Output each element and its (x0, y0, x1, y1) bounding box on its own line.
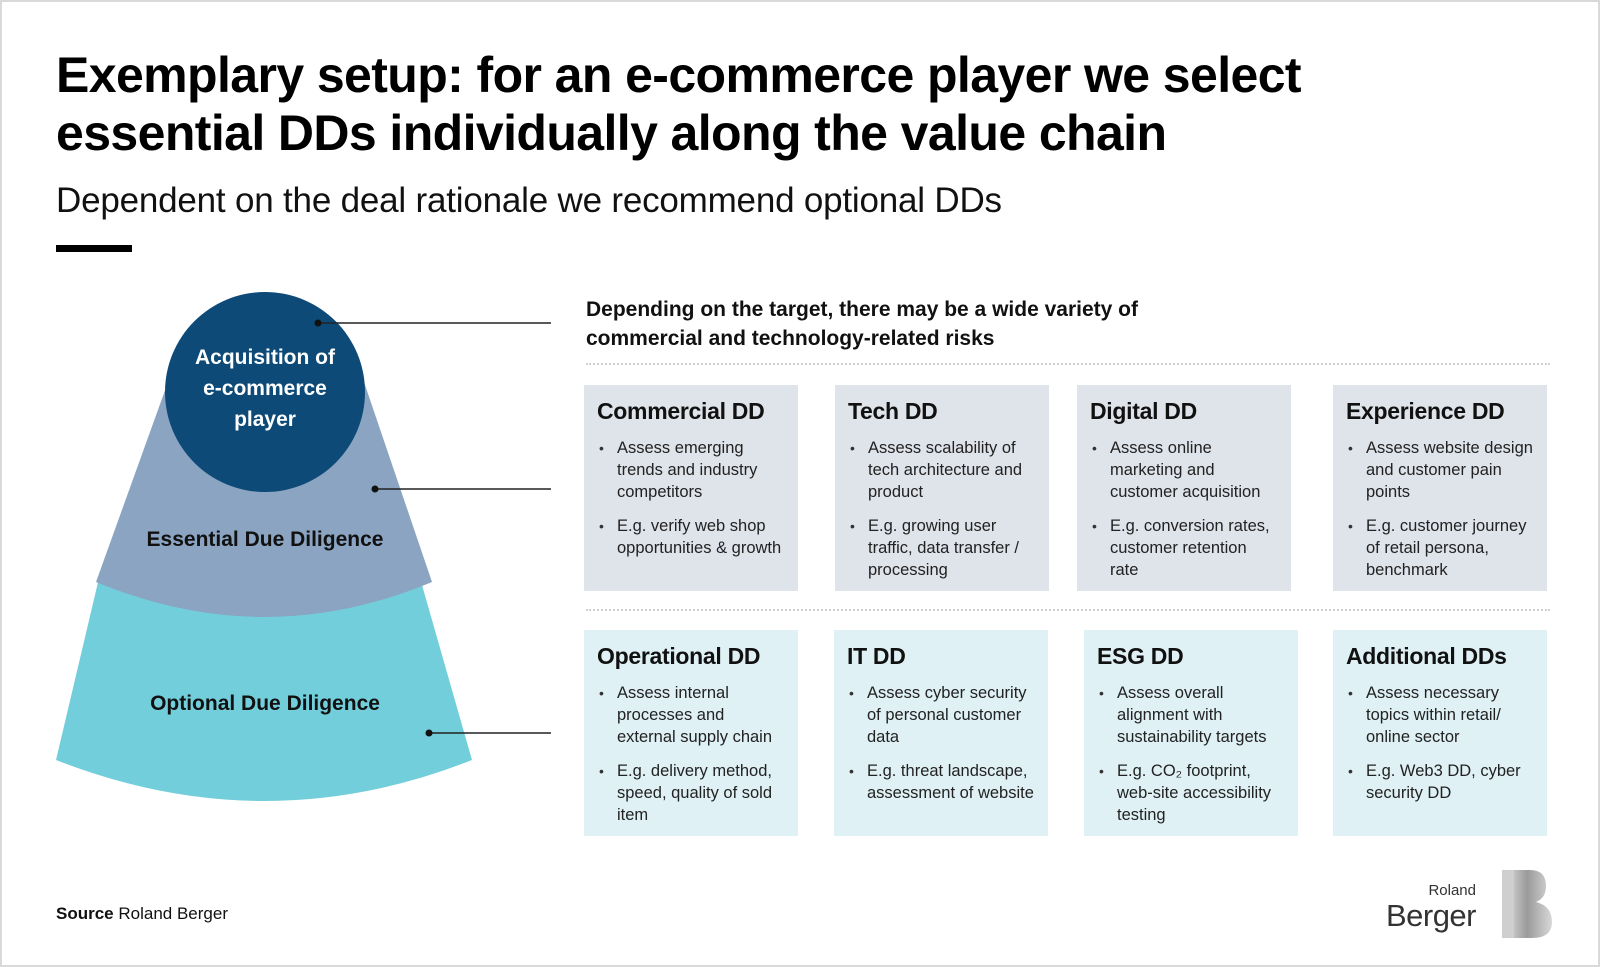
card-title: ESG DD (1097, 643, 1184, 669)
card-bullets: Assess scalability of tech architecture … (848, 437, 1037, 581)
card-bullet: E.g. threat landscape, assessment of web… (847, 760, 1036, 804)
optional-label: Optional Due Diligence (150, 692, 380, 715)
card-title: Additional DDs (1346, 643, 1507, 669)
card-additional-dds: Additional DDs Assess necessary topics w… (1333, 630, 1547, 836)
page-subtitle: Dependent on the deal rationale we recom… (56, 181, 1002, 220)
card-bullet: Assess necessary topics within retail/ o… (1346, 682, 1535, 748)
connector-dot-top (314, 319, 322, 327)
title-rule (56, 245, 132, 252)
card-bullet: Assess website design and customer pain … (1346, 437, 1535, 503)
divider-top (586, 363, 1550, 365)
source-note: Source Roland Berger (56, 904, 228, 924)
card-digital-dd: Digital DD Assess online marketing and c… (1077, 385, 1291, 591)
card-bullet: E.g. delivery method, speed, quality of … (597, 760, 786, 826)
card-bullet: Assess scalability of tech architecture … (848, 437, 1037, 503)
acquisition-circle (165, 292, 365, 492)
card-bullet: Assess emerging trends and industry comp… (597, 437, 786, 503)
card-bullet: E.g. conversion rates, customer retentio… (1090, 515, 1279, 581)
card-bullets: Assess emerging trends and industry comp… (597, 437, 786, 559)
card-operational-dd: Operational DD Assess internal processes… (584, 630, 798, 836)
card-title: Tech DD (848, 398, 938, 424)
logo-b-mark-icon (1502, 870, 1552, 938)
card-title: Digital DD (1090, 398, 1197, 424)
logo-text-roland: Roland (1428, 882, 1476, 899)
source-label: Source (56, 904, 114, 923)
card-title: IT DD (847, 643, 906, 669)
acquisition-label-line-3: player (234, 408, 296, 431)
card-bullet: Assess internal processes and external s… (597, 682, 786, 748)
divider-middle (586, 609, 1550, 611)
title-line-1: Exemplary setup: for an e-commerce playe… (56, 47, 1302, 103)
connector-dot-middle (371, 485, 379, 493)
intro-line-2: commercial and technology-related risks (586, 327, 995, 350)
essential-label: Essential Due Diligence (147, 528, 384, 551)
intro-text: Depending on the target, there may be a … (586, 295, 1226, 353)
acquisition-label-line-1: Acquisition of (195, 346, 336, 369)
card-bullet: Assess cyber security of personal custom… (847, 682, 1036, 748)
card-bullets: Assess overall alignment with sustainabi… (1097, 682, 1286, 826)
card-bullets: Assess necessary topics within retail/ o… (1346, 682, 1535, 804)
card-tech-dd: Tech DD Assess scalability of tech archi… (835, 385, 1049, 591)
card-bullet: Assess online marketing and customer acq… (1090, 437, 1279, 503)
card-it-dd: IT DD Assess cyber security of personal … (834, 630, 1048, 836)
card-bullet: E.g. Web3 DD, cyber security DD (1346, 760, 1535, 804)
card-experience-dd: Experience DD Assess website design and … (1333, 385, 1547, 591)
card-commercial-dd: Commercial DD Assess emerging trends and… (584, 385, 798, 591)
card-title: Operational DD (597, 643, 761, 669)
card-bullets: Assess internal processes and external s… (597, 682, 786, 826)
roland-berger-logo: Roland Berger (1386, 868, 1558, 944)
acquisition-label-line-2: e-commerce (203, 377, 327, 400)
page-title: Exemplary setup: for an e-commerce playe… (56, 46, 1456, 162)
card-bullet: E.g. verify web shop opportunities & gro… (597, 515, 786, 559)
card-bullets: Assess website design and customer pain … (1346, 437, 1535, 581)
optional-segment (56, 578, 472, 801)
source-text: Roland Berger (118, 904, 228, 923)
card-bullet: Assess overall alignment with sustainabi… (1097, 682, 1286, 748)
title-line-2: essential DDs individually along the val… (56, 105, 1167, 161)
connector-dot-bottom (425, 729, 433, 737)
card-bullet: E.g. customer journey of retail persona,… (1346, 515, 1535, 581)
card-bullet: E.g. CO₂ footprint, web-site accessibili… (1097, 760, 1286, 826)
card-bullets: Assess online marketing and customer acq… (1090, 437, 1279, 581)
card-bullets: Assess cyber security of personal custom… (847, 682, 1036, 804)
logo-text-berger: Berger (1385, 898, 1477, 933)
card-esg-dd: ESG DD Assess overall alignment with sus… (1084, 630, 1298, 836)
card-title: Commercial DD (597, 398, 765, 424)
due-diligence-cone-diagram: Acquisition of e-commerce player Essenti… (56, 292, 551, 801)
intro-line-1: Depending on the target, there may be a … (586, 298, 1138, 321)
card-title: Experience DD (1346, 398, 1505, 424)
card-bullet: E.g. growing user traffic, data transfer… (848, 515, 1037, 581)
